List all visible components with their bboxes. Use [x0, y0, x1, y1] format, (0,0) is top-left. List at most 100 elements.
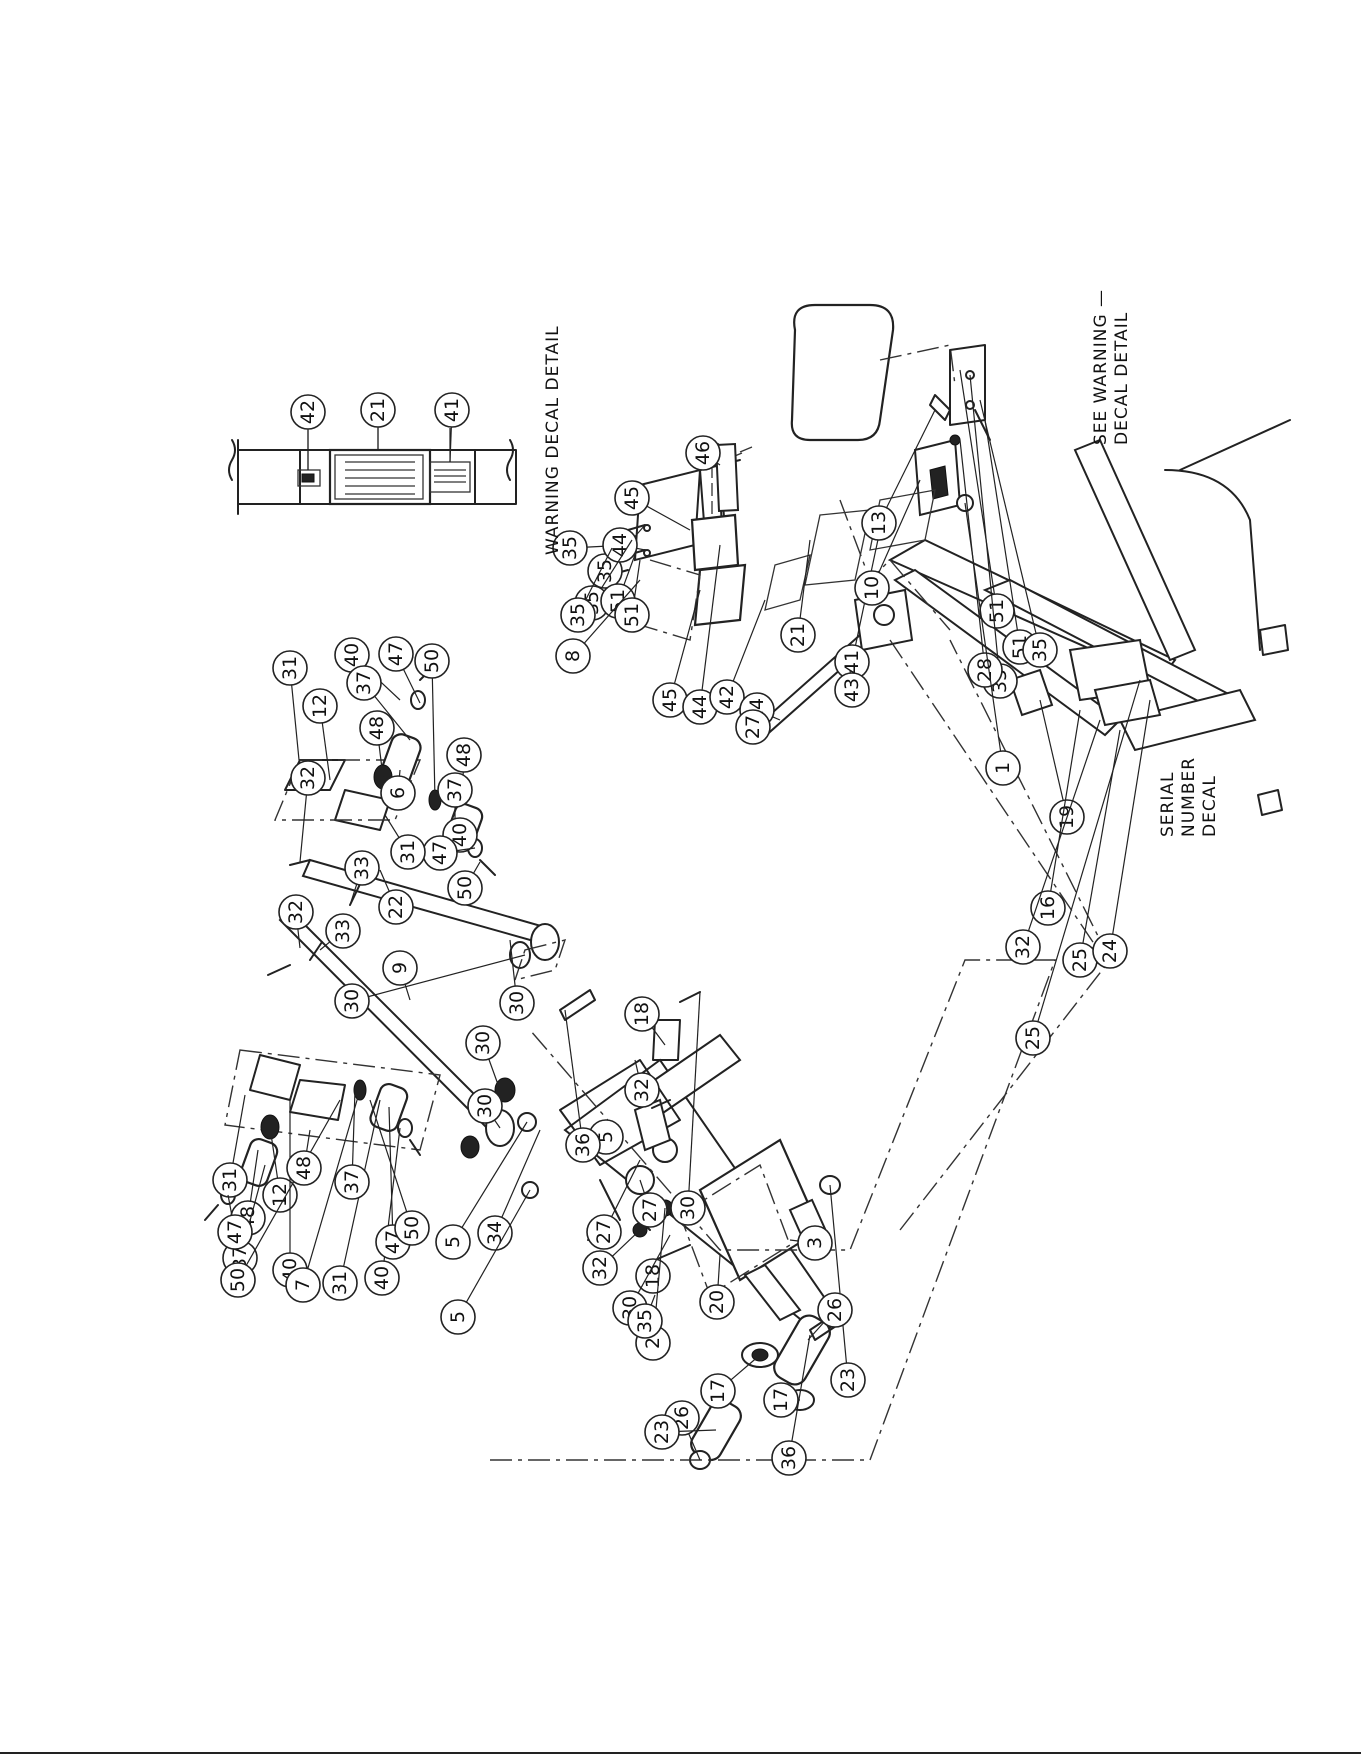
- callout-number: 6: [387, 787, 409, 799]
- callout-circle: [378, 889, 414, 925]
- callout-number: 35: [1029, 638, 1051, 662]
- part-callout: 28: [967, 652, 1003, 688]
- part-callout: 27: [632, 1192, 668, 1228]
- callout-leader: [431, 677, 436, 801]
- part-callout: 42: [290, 394, 326, 430]
- part-callout: 35: [552, 530, 588, 566]
- callout-circle: [394, 1210, 430, 1246]
- part-callout: 12: [302, 688, 338, 724]
- callout-circle: [624, 996, 660, 1032]
- callout-number: 25: [1069, 948, 1091, 972]
- callout-number: 27: [742, 715, 764, 739]
- callout-circle: [378, 636, 414, 672]
- callout-number: 48: [453, 743, 475, 767]
- callout-leader: [1037, 679, 1141, 1022]
- callout-leader: [772, 716, 781, 721]
- part-callout: 26: [817, 1292, 853, 1328]
- callout-number: 23: [651, 1420, 673, 1444]
- part-callout: 51: [614, 597, 650, 633]
- callout-leader: [269, 1126, 279, 1179]
- callout-number: 35: [634, 1309, 656, 1333]
- callout-leader: [379, 869, 390, 892]
- callout-leader: [969, 374, 999, 665]
- callout-circle: [325, 913, 361, 949]
- callout-circle: [797, 1225, 833, 1261]
- upright-frame-assembly: [609, 303, 1291, 961]
- callout-number: 10: [861, 576, 883, 600]
- callout-circle: [290, 760, 326, 796]
- callout-number: 33: [332, 919, 354, 943]
- serial-number-decal-label-line1: SERIAL: [1158, 772, 1178, 837]
- callout-number: 47: [224, 1220, 246, 1244]
- callout-circle: [344, 850, 380, 886]
- part-callout: 1: [985, 750, 1021, 786]
- part-callout: 32: [290, 760, 326, 796]
- callout-number: 21: [787, 623, 809, 647]
- callout-number: 48: [366, 716, 388, 740]
- part-callout: 3: [797, 1225, 833, 1261]
- callout-leader: [494, 1119, 501, 1129]
- callout-leader: [299, 794, 307, 863]
- callout-circle: [700, 1373, 736, 1409]
- callout-leader: [878, 479, 921, 573]
- callout-circle: [834, 672, 870, 708]
- callout-leader: [1112, 699, 1151, 935]
- part-callout: 13: [861, 505, 897, 541]
- callout-circle: [614, 480, 650, 516]
- callout-circle: [967, 652, 1003, 688]
- callout-number: 24: [1099, 939, 1121, 963]
- part-callout: 31: [322, 1265, 358, 1301]
- callout-circle: [212, 1162, 248, 1198]
- part-callout: 32: [278, 894, 314, 930]
- callout-circle: [780, 617, 816, 653]
- callout-leader: [1027, 719, 1101, 932]
- callout-leader: [637, 1234, 671, 1294]
- part-callout: 24: [1092, 933, 1128, 969]
- part-callout: 35: [1022, 632, 1058, 668]
- callout-circle: [602, 527, 638, 563]
- serial-number-decal-label-line2: NUMBER: [1179, 757, 1199, 837]
- callout-leader: [1039, 699, 1064, 801]
- part-callout: 33: [344, 850, 380, 886]
- callout-number: 22: [385, 895, 407, 919]
- callout-circle: [477, 1215, 513, 1251]
- part-callout: 17: [763, 1382, 799, 1418]
- callout-leader: [673, 589, 701, 684]
- callout-circle: [220, 1262, 256, 1298]
- callout-circle: [830, 1362, 866, 1398]
- callout-leader: [701, 544, 721, 691]
- callout-leader: [449, 426, 452, 463]
- callout-number: 7: [292, 1279, 314, 1291]
- part-callout: 45: [614, 480, 650, 516]
- callout-circle: [699, 1284, 735, 1320]
- callout-leader: [374, 695, 411, 741]
- callout-circle: [467, 1088, 503, 1124]
- callout-number: 30: [677, 1196, 699, 1220]
- part-callout: 43: [834, 672, 870, 708]
- callout-leader: [456, 847, 476, 852]
- part-callout: 36: [771, 1440, 807, 1476]
- callout-number: 37: [444, 778, 466, 802]
- part-callout: 7: [285, 1267, 321, 1303]
- part-callout: 22: [378, 889, 414, 925]
- callout-leader: [465, 1189, 531, 1303]
- callout-number: 42: [716, 685, 738, 709]
- callout-number: 31: [329, 1271, 351, 1295]
- callout-leader: [349, 883, 358, 906]
- callout-number: 27: [593, 1220, 615, 1244]
- callout-circle: [1022, 632, 1058, 668]
- part-callout: 48: [359, 710, 395, 746]
- callout-number: 50: [401, 1216, 423, 1240]
- part-callout: 46: [685, 435, 721, 471]
- callout-number: 36: [572, 1133, 594, 1157]
- callout-circle: [364, 1260, 400, 1296]
- callout-number: 50: [454, 876, 476, 900]
- callout-leader: [351, 1089, 356, 1166]
- part-callout: 48: [286, 1150, 322, 1186]
- part-callout: 37: [437, 772, 473, 808]
- callout-circle: [360, 392, 396, 428]
- part-callout: 40: [334, 637, 370, 673]
- pivot-arm-assembly: [204, 664, 567, 1221]
- callout-circle: [861, 505, 897, 541]
- callout-leader: [717, 1254, 721, 1286]
